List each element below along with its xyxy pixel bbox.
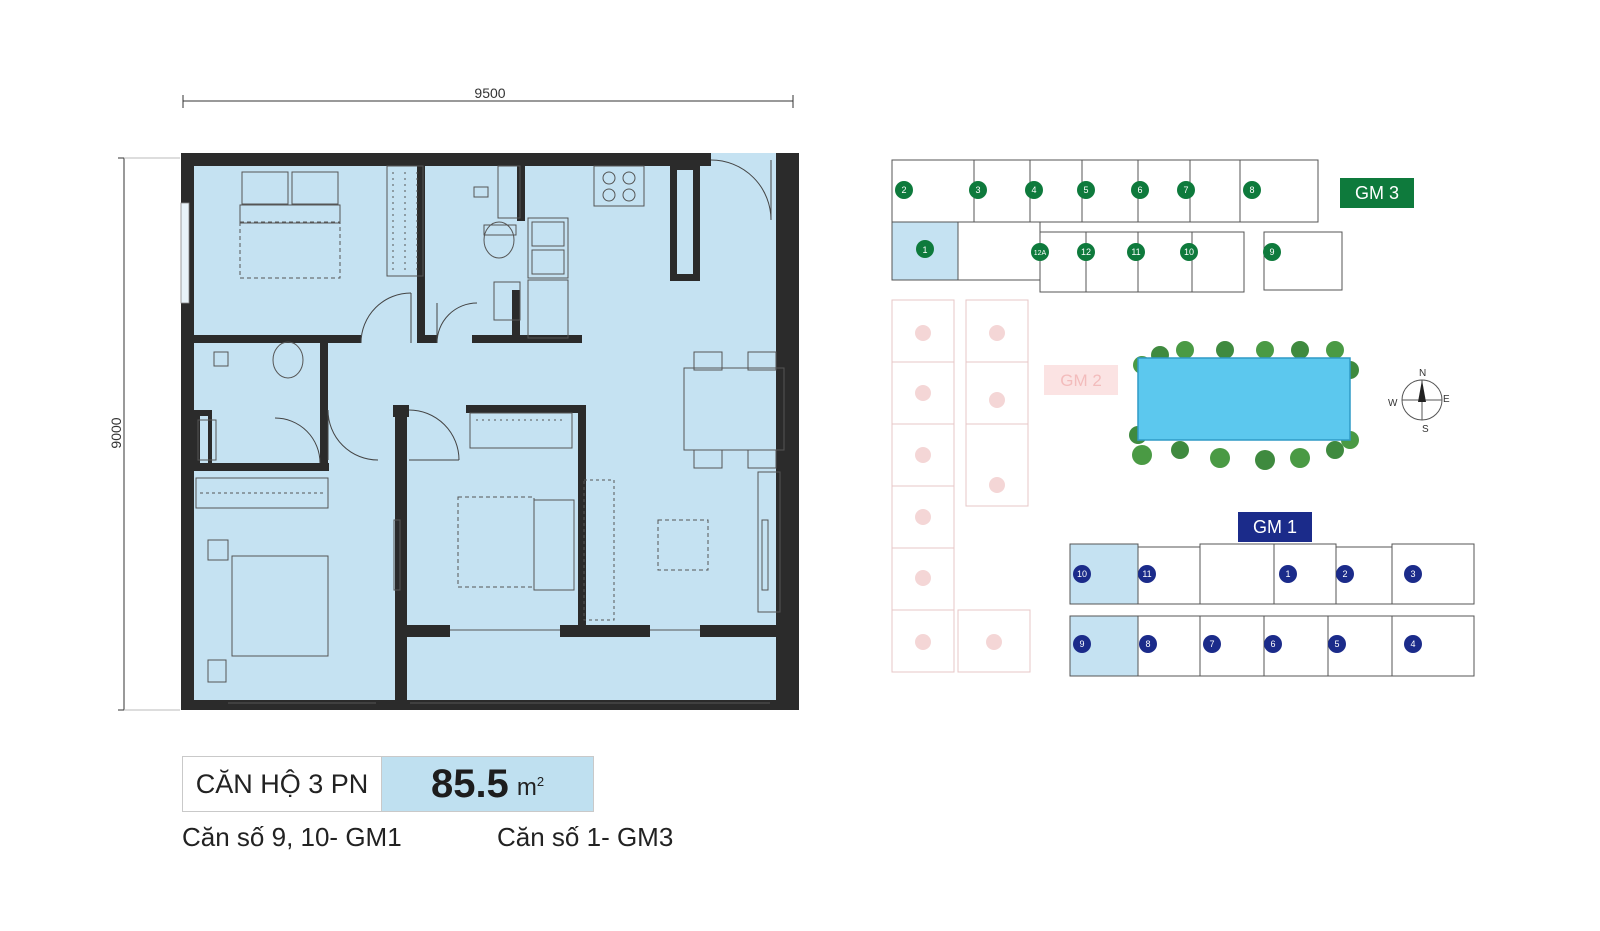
gm3-unit-marker xyxy=(1177,181,1195,199)
apartment-type-label: CĂN HỘ 3 PN xyxy=(183,757,382,811)
window-left xyxy=(180,202,190,304)
gm1-unit-marker xyxy=(1073,635,1091,653)
gm2-label-box xyxy=(1044,365,1118,395)
gm1-unit-marker xyxy=(1138,565,1156,583)
gm3-unit-label: 7 xyxy=(1183,185,1188,195)
gm1-unit-label: 1 xyxy=(1285,569,1290,579)
gm3-unit-marker xyxy=(1127,243,1145,261)
gm3-unit-label: 10 xyxy=(1184,247,1194,257)
gm3-unit-label: 8 xyxy=(1249,185,1254,195)
gm3-unit-label: 3 xyxy=(975,185,980,195)
gm3-unit-marker xyxy=(1243,181,1261,199)
gm1-unit-label: 9 xyxy=(1079,639,1084,649)
gm1-unit-marker xyxy=(1139,635,1157,653)
floor-plan: 9500 9000 xyxy=(108,85,799,711)
gm3-unit-marker xyxy=(1077,243,1095,261)
gm3-unit-label-highlight: 1 xyxy=(922,245,927,255)
apartment-info-box: CĂN HỘ 3 PN 85.5 m2 xyxy=(182,756,594,812)
gm3-unit-marker xyxy=(1263,243,1281,261)
gm1-unit-label: 7 xyxy=(1209,639,1214,649)
height-dimension xyxy=(118,157,180,711)
gm1-unit-marker xyxy=(1073,565,1091,583)
area-unit-text: m xyxy=(516,774,537,801)
compass-s: S xyxy=(1422,424,1429,435)
compass-w: W xyxy=(1388,398,1398,409)
compass-n: N xyxy=(1419,368,1426,379)
gm1-unit-marker xyxy=(1279,565,1297,583)
gm3-unit-marker xyxy=(1131,181,1149,199)
gm1-unit-label: 5 xyxy=(1334,639,1339,649)
gm1-unit-label: 6 xyxy=(1270,639,1275,649)
area-unit-sup: 2 xyxy=(536,774,545,789)
gm1-bottom-units: 9 8 7 6 5 4 xyxy=(1073,635,1422,653)
gm1-unit-marker xyxy=(1264,635,1282,653)
gm1-unit-marker xyxy=(1404,635,1422,653)
pool-area xyxy=(1129,341,1359,470)
gm1-unit-label: 10 xyxy=(1077,569,1087,579)
doors xyxy=(274,159,772,464)
caption-gm3-units: Căn số 1- GM3 xyxy=(497,822,674,852)
gm3-unit-marker xyxy=(895,181,913,199)
width-dimension xyxy=(182,95,794,108)
caption-gm1-units: Căn số 9, 10- GM1 xyxy=(182,822,402,852)
compass-icon: N E S W xyxy=(1388,368,1450,435)
gm3-unit-marker xyxy=(1180,243,1198,261)
gm3-unit-label: 6 xyxy=(1137,185,1142,195)
gm3-unit-marker xyxy=(1025,181,1043,199)
gm1-unit-label: 8 xyxy=(1145,639,1150,649)
gm3-unit-label: 2 xyxy=(901,185,906,195)
gm1-unit-marker xyxy=(1328,635,1346,653)
gm1-label: GM 1 xyxy=(1238,512,1312,542)
gm3-unit-label: 12 xyxy=(1081,247,1091,257)
height-dimension-label: 9000 xyxy=(108,417,124,448)
gm3-unit-label: 11 xyxy=(1131,247,1140,257)
gm3-unit-marker xyxy=(1077,181,1095,199)
gm3-top-units: 2 3 4 5 6 7 8 xyxy=(895,181,1261,199)
gm1-unit-marker xyxy=(1404,565,1422,583)
gm1-unit-label: 4 xyxy=(1410,639,1415,649)
gm1-unit-marker xyxy=(1203,635,1221,653)
gm1-building xyxy=(1069,543,1475,677)
gm2-label: GM 2 xyxy=(1060,371,1102,390)
apartment-area-unit: m2 xyxy=(517,774,544,802)
gm3-unit-label: 12A xyxy=(1034,250,1047,257)
gm3-unit-label: 4 xyxy=(1031,185,1036,195)
gm1-unit-label: 11 xyxy=(1142,569,1151,579)
gm3-building xyxy=(891,159,1343,293)
gm2-building xyxy=(891,299,1031,673)
gm3-bottom-units: 12A 12 11 10 9 xyxy=(1031,243,1281,261)
compass-e: E xyxy=(1443,394,1450,405)
gm3-unit-label: 9 xyxy=(1269,247,1274,257)
gm1-unit-label: 2 xyxy=(1342,569,1347,579)
gm1-unit-marker xyxy=(1336,565,1354,583)
gm3-unit-marker xyxy=(969,181,987,199)
gm3-unit-label: 5 xyxy=(1083,185,1088,195)
gm3-unit-marker-highlight xyxy=(916,240,934,258)
gm3-unit-marker xyxy=(1031,243,1049,261)
gm3-label: GM 3 xyxy=(1340,178,1414,208)
gm1-unit-label: 3 xyxy=(1410,569,1415,579)
apartment-area-value: 85.5 xyxy=(430,761,509,806)
apartment-area-box: 85.5 m2 xyxy=(382,757,593,811)
furniture xyxy=(195,165,785,704)
width-dimension-label: 9500 xyxy=(474,85,505,101)
